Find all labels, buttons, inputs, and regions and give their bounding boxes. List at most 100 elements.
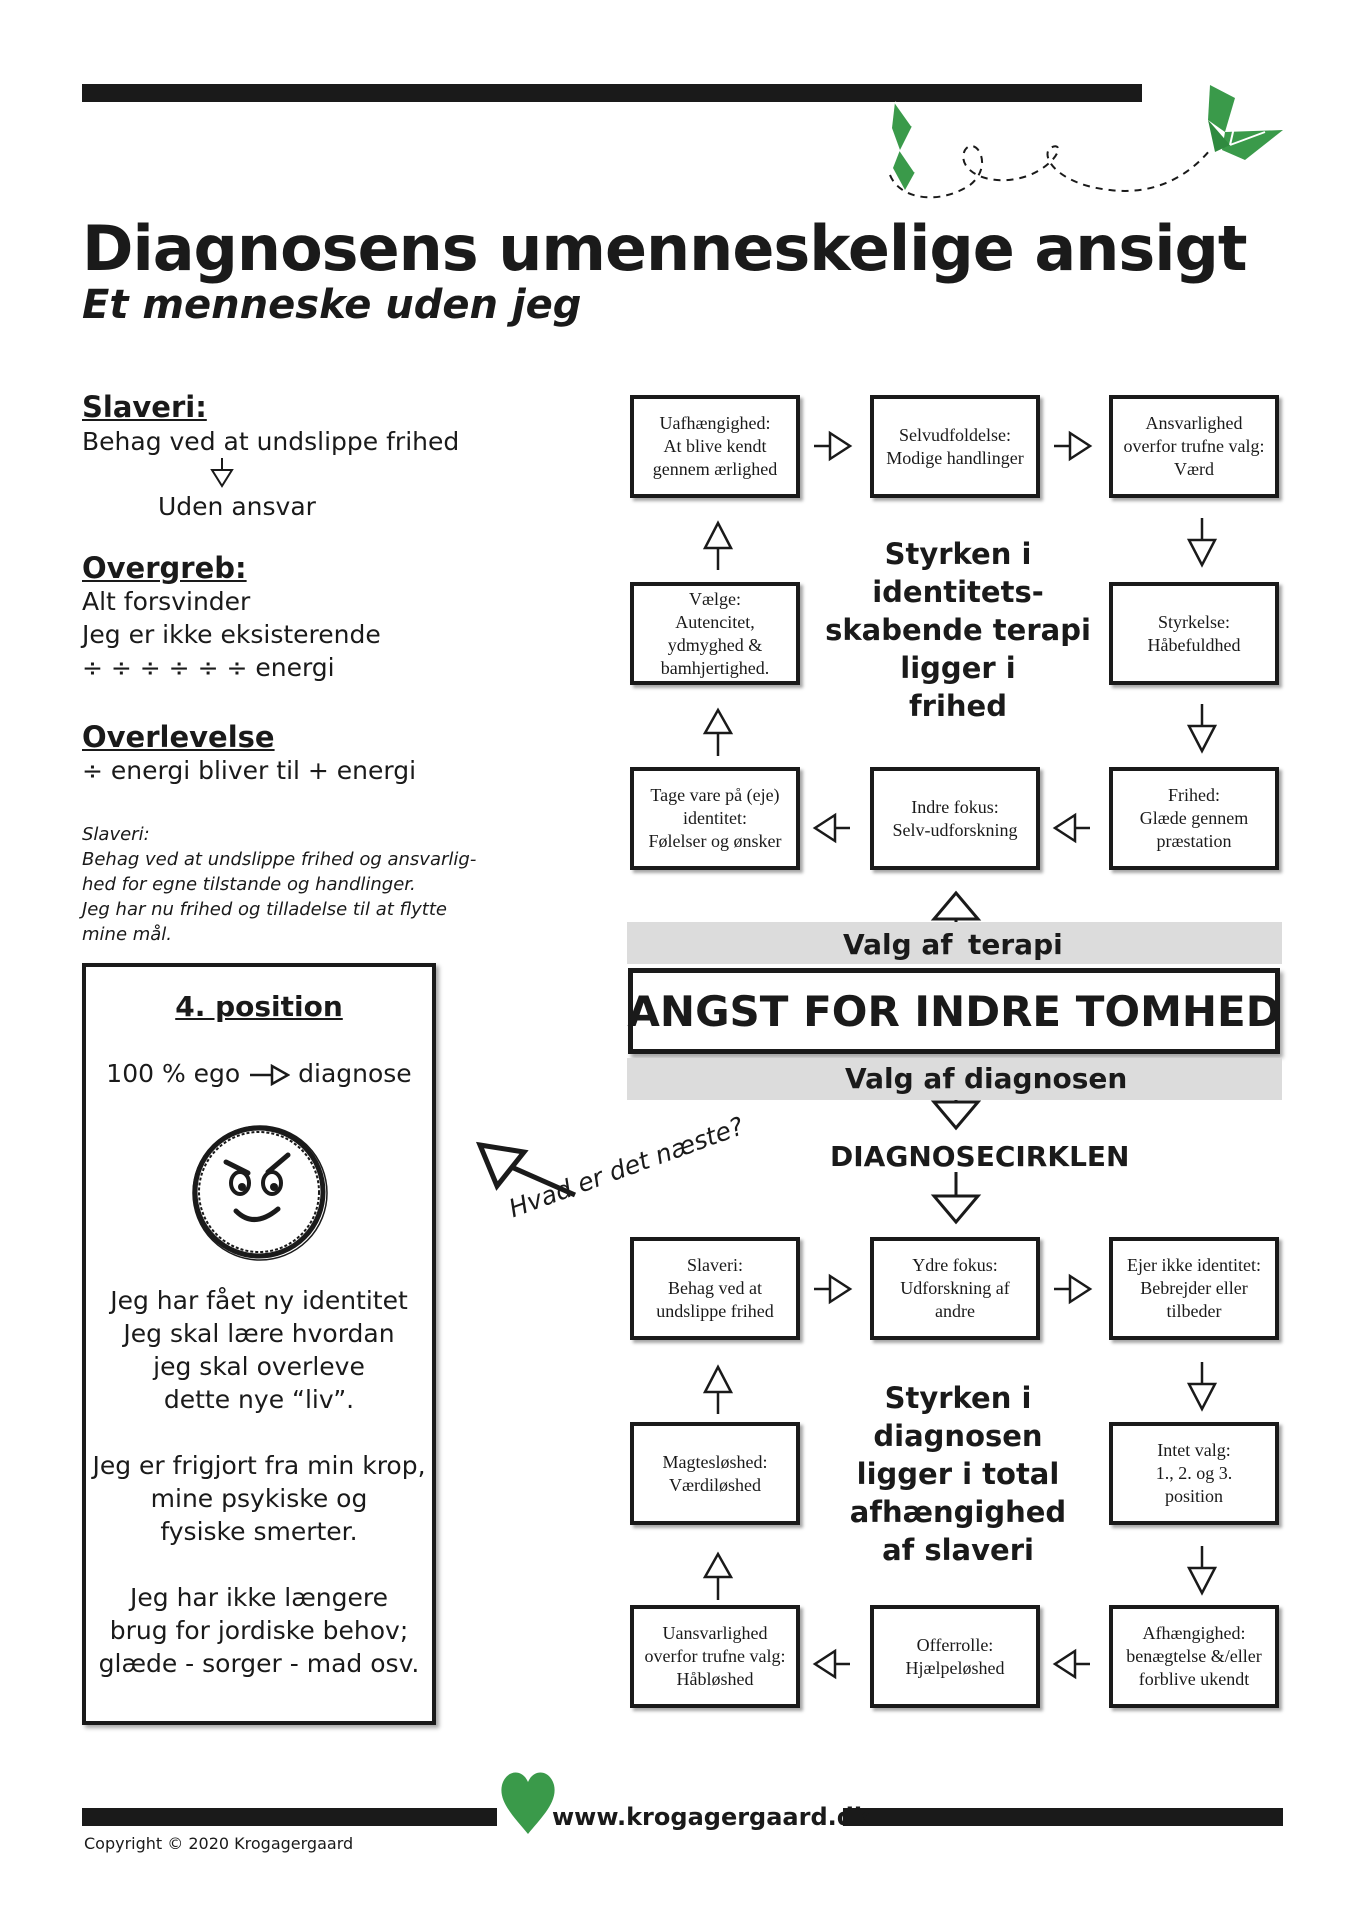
overlevelse-line: ÷ energi bliver til + energi bbox=[82, 756, 417, 785]
overgreb-line: Alt forsvinder bbox=[82, 587, 251, 616]
box-line: bamhjertighed. bbox=[660, 657, 770, 678]
center-line: Styrken i bbox=[884, 537, 1032, 571]
slaveri-heading: Slaveri: bbox=[82, 390, 207, 424]
panel-line: fysiske smerter. bbox=[160, 1517, 358, 1546]
valg-terapi-right: terapi bbox=[968, 928, 1063, 961]
box-line: Tage vare på (eje) bbox=[650, 785, 780, 805]
page-title: Diagnosens umenneskelige ansigt bbox=[82, 212, 1248, 285]
panel-line: Jeg skal lære hvordan bbox=[123, 1319, 395, 1348]
down-arrow-icon bbox=[210, 458, 234, 488]
box-line: Styrkelse: bbox=[1158, 611, 1230, 632]
slaveri-line: Uden ansvar bbox=[158, 492, 316, 521]
cycle-box: Styrkelse: Håbefuldhed bbox=[1109, 582, 1279, 685]
center-line: identitets- bbox=[872, 575, 1044, 609]
center-line: diagnosen bbox=[873, 1419, 1043, 1453]
box-line: Følelser og ønsker bbox=[648, 831, 782, 851]
box-line: identitet: bbox=[683, 808, 747, 828]
cycle-box: Offerrolle: Hjælpeløshed bbox=[870, 1605, 1040, 1708]
cycle-box: Ejer ikke identitet: Bebrejder eller til… bbox=[1109, 1237, 1279, 1340]
box-line: undslippe frihed bbox=[656, 1301, 774, 1321]
box-line: Selvudfoldelse: bbox=[899, 424, 1011, 445]
center-line: af slaveri bbox=[882, 1533, 1034, 1567]
valg-diagnose-right: diagnosen bbox=[964, 1062, 1128, 1095]
box-line: Ansvarlighed bbox=[1145, 413, 1243, 433]
panel-line: Jeg er frigjort fra min krop, bbox=[92, 1451, 426, 1480]
box-line: Autencitet, bbox=[675, 611, 755, 632]
cycle-box: Frihed: Glæde gennem præstation bbox=[1109, 767, 1279, 870]
box-line: ydmyghed & bbox=[667, 634, 763, 655]
cycle-box: Uansvarlighed overfor trufne valg: Håblø… bbox=[630, 1605, 800, 1708]
cycle-box: Selvudfoldelse: Modige handlinger bbox=[870, 395, 1040, 498]
panel-line: Jeg har fået ny identitet bbox=[110, 1286, 408, 1315]
box-line: overfor trufne valg: bbox=[644, 1646, 786, 1666]
note-block: Slaveri: Behag ved at undslippe frihed o… bbox=[82, 822, 476, 947]
cycle-box: Uafhængighed: At blive kendt gennem ærli… bbox=[630, 395, 800, 498]
box-line: Udforskning af bbox=[900, 1278, 1010, 1298]
smiley-face-icon bbox=[192, 1125, 328, 1261]
cycle-box: Ydre fokus: Udforskning af andre bbox=[870, 1237, 1040, 1340]
note-line: Jeg har nu frihed og tilladelse til at f… bbox=[82, 899, 447, 920]
box-line: Behag ved at bbox=[668, 1278, 762, 1298]
note-line: Behag ved at undslippe frihed og ansvarl… bbox=[82, 849, 477, 870]
box-line: Uansvarlighed bbox=[662, 1623, 768, 1643]
top-rule bbox=[82, 84, 1142, 102]
panel-line: glæde - sorger - mad osv. bbox=[98, 1649, 420, 1678]
box-line: At blive kendt bbox=[663, 436, 767, 456]
valg-diagnose-band bbox=[627, 1058, 1282, 1100]
center-line: Styrken i bbox=[884, 1381, 1032, 1415]
butterfly-icon bbox=[892, 101, 916, 190]
box-line: Håbefuldhed bbox=[1147, 634, 1241, 655]
note-line: hed for egne tilstande og handlinger. bbox=[82, 874, 416, 895]
website-link[interactable]: www.krogagergaard.dk bbox=[552, 1803, 870, 1831]
panel-line: jeg skal overleve bbox=[153, 1352, 365, 1381]
box-line: Ydre fokus: bbox=[912, 1255, 998, 1275]
panel-line: brug for jordiske behov; bbox=[109, 1616, 409, 1645]
box-line: position bbox=[1164, 1486, 1223, 1506]
box-line: Magtesløshed: bbox=[662, 1451, 768, 1472]
cycle-box: Afhængighed: benægtelse &/eller forblive… bbox=[1109, 1605, 1279, 1708]
right-arrow-icon bbox=[250, 1063, 291, 1087]
box-line: 1., 2. og 3. bbox=[1155, 1463, 1233, 1483]
box-line: forblive ukendt bbox=[1138, 1669, 1250, 1689]
box-line: Slaveri: bbox=[686, 1255, 743, 1275]
ego-label: 100 % ego bbox=[106, 1059, 241, 1088]
copyright-text: Copyright © 2020 Krogagergaard bbox=[84, 1834, 354, 1853]
overgreb-heading: Overgreb: bbox=[82, 551, 247, 585]
panel-line: Jeg har ikke længere bbox=[130, 1583, 388, 1612]
box-line: Håbløshed bbox=[676, 1669, 754, 1689]
box-line: Indre fokus: bbox=[911, 796, 999, 817]
ego-diagnose-line: 100 % ego diagnose bbox=[86, 1057, 432, 1090]
box-line: præstation bbox=[1156, 831, 1232, 851]
diagnosecirklen-label: DIAGNOSECIRKLEN bbox=[830, 1140, 1130, 1173]
box-line: Værd bbox=[1173, 459, 1214, 479]
box-line: Vælge: bbox=[689, 588, 741, 609]
diagnose-label: diagnose bbox=[298, 1059, 412, 1088]
bottom-cycle-center-text: Styrken i diagnosen ligger i total afhæn… bbox=[808, 1379, 1108, 1569]
box-line: Ejer ikke identitet: bbox=[1127, 1255, 1261, 1275]
overlevelse-heading: Overlevelse bbox=[82, 720, 275, 754]
box-line: Glæde gennem bbox=[1139, 808, 1249, 828]
box-line: gennem ærlighed bbox=[652, 459, 778, 479]
position-panel: 4. position 100 % ego diagnose Jeg har f… bbox=[82, 963, 436, 1725]
valg-diagnose-left: Valg af bbox=[845, 1062, 955, 1095]
cycle-box: Magtesløshed: Værdiløshed bbox=[630, 1422, 800, 1525]
panel-paragraph: Jeg har ikke længere brug for jordiske b… bbox=[86, 1581, 432, 1680]
heart-icon bbox=[501, 1772, 555, 1834]
box-line: benægtelse &/eller bbox=[1126, 1646, 1262, 1666]
butterfly-icon bbox=[1208, 85, 1283, 160]
box-line: andre bbox=[935, 1301, 975, 1321]
cycle-box: Ansvarlighed overfor trufne valg: Værd bbox=[1109, 395, 1279, 498]
box-line: Intet valg: bbox=[1157, 1440, 1231, 1460]
box-line: Uafhængighed: bbox=[659, 413, 771, 433]
panel-line: dette nye “liv”. bbox=[163, 1385, 355, 1414]
cycle-box: Slaveri: Behag ved at undslippe frihed bbox=[630, 1237, 800, 1340]
next-question-label: Hvad er det næste? bbox=[505, 1111, 748, 1224]
center-line: ligger i total bbox=[856, 1457, 1060, 1491]
page-subtitle: Et menneske uden jeg bbox=[82, 282, 582, 328]
box-line: Hjælpeløshed bbox=[905, 1657, 1005, 1678]
box-line: Modige handlinger bbox=[886, 447, 1024, 468]
cycle-box: Indre fokus: Selv-udforskning bbox=[870, 767, 1040, 870]
box-line: Frihed: bbox=[1167, 785, 1220, 805]
top-cycle-center-text: Styrken i identitets- skabende terapi li… bbox=[808, 535, 1108, 725]
cycle-box: Tage vare på (eje) identitet: Følelser o… bbox=[630, 767, 800, 870]
